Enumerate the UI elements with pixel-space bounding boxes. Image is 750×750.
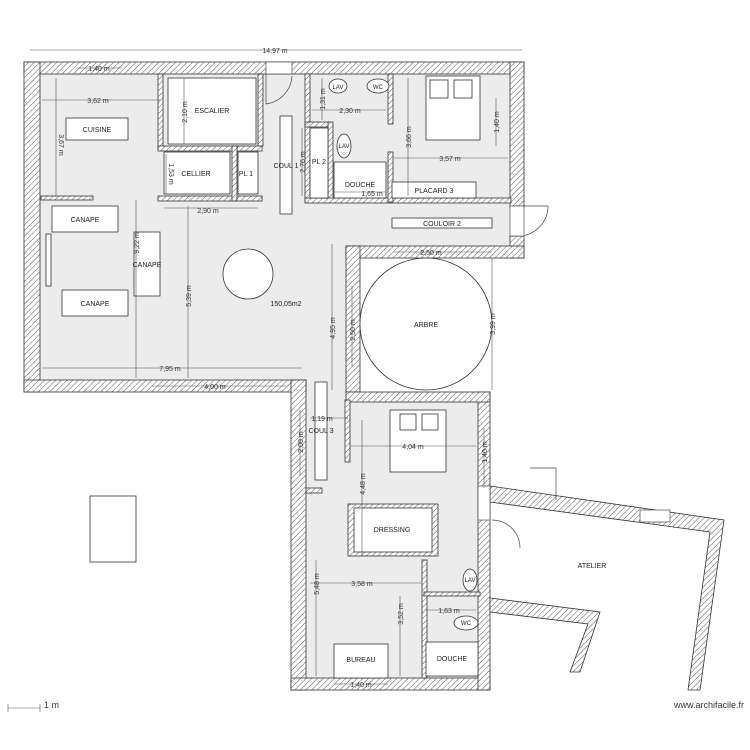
dim-548: 5,48 m	[314, 573, 321, 595]
exterior-box	[89, 495, 137, 563]
scale-label: 1 m	[44, 700, 60, 710]
dim-119: 1,19 m	[311, 416, 333, 423]
tv-stand	[45, 233, 52, 287]
sofa-3	[61, 289, 129, 317]
label-coul1: COUL 1	[273, 163, 298, 170]
dim-163: 1,63 m	[438, 608, 460, 615]
lav-1	[328, 78, 348, 94]
doors	[265, 61, 557, 549]
label-escalier: ESCALIER	[195, 108, 230, 115]
room-labels: CUISINE ESCALIER CELLIER PL 1 COUL 1 PL …	[71, 85, 607, 664]
label-canape-2: CANAPE	[133, 262, 162, 269]
dim-250b: 2,50 m	[350, 319, 357, 341]
pl2-box	[309, 127, 329, 199]
kitchen-counter	[65, 117, 129, 141]
dim-165: 1,65 m	[361, 191, 383, 198]
label-placard3: PLACARD 3	[415, 188, 454, 195]
dim-352: 3,52 m	[398, 603, 405, 625]
label-lav-1: LAV	[333, 85, 344, 91]
dim-357: 3,57 m	[439, 156, 461, 163]
label-douche-2: DOUCHE	[437, 656, 468, 663]
dim-539: 5,39 m	[186, 285, 193, 307]
lav-2	[336, 133, 352, 159]
dim-366: 3,66 m	[406, 126, 413, 148]
dimension-labels: 14,97 m 1,40 m 3,62 m 3,67 m 2,10 m 1,53…	[57, 48, 501, 689]
dim-250a: 2,50 m	[420, 250, 442, 257]
label-wc-1: WC	[373, 85, 384, 91]
credit-text: www.archifacile.fr	[673, 700, 744, 710]
dim-140c: 1,40 m	[482, 441, 489, 463]
staircase	[167, 77, 257, 145]
couloir3-panel	[314, 381, 328, 481]
douche2-box	[425, 641, 479, 677]
furniture	[45, 75, 493, 679]
sofa-1	[51, 205, 119, 233]
dim-367: 3,67 m	[57, 134, 64, 156]
label-douche-1: DOUCHE	[345, 182, 376, 189]
label-couloir2: COULOIR 2	[423, 221, 461, 228]
label-bureau: BUREAU	[346, 657, 375, 664]
dim-140a: 1,40 m	[88, 66, 110, 73]
atelier-walls	[489, 485, 725, 691]
dim-210: 2,10 m	[182, 101, 189, 123]
dim-448: 4,48 m	[360, 473, 367, 495]
pl1-box	[237, 151, 259, 195]
couloir2-panel	[391, 217, 493, 229]
label-canape-1: CANAPE	[71, 217, 100, 224]
lav-3	[462, 568, 478, 592]
label-wc-2: WC	[461, 621, 472, 627]
dimension-lines	[7, 49, 522, 712]
dim-290: 2,90 m	[197, 208, 219, 215]
dim-922: 9,22 m	[134, 232, 141, 254]
wc-1	[366, 78, 390, 94]
label-pl1: PL 1	[239, 171, 253, 178]
label-coul3: COUL 3	[308, 428, 333, 435]
placard3-box	[391, 181, 477, 199]
sofa-2	[133, 231, 161, 297]
dim-200: 2,00 m	[298, 431, 305, 453]
round-table	[222, 248, 274, 300]
dim-140d: 1,40 m	[350, 682, 372, 689]
dim-153: 1,53 m	[167, 163, 174, 185]
label-area: 150,05m2	[270, 301, 301, 308]
dim-399: 3,99 m	[490, 313, 497, 335]
label-arbre: ARBRE	[414, 322, 438, 329]
dim-230: 2,30 m	[339, 108, 361, 115]
label-lav-2: LAV	[339, 144, 350, 150]
couloir1-panel	[279, 115, 293, 215]
dim-358: 3,58 m	[351, 581, 373, 588]
dim-795: 7,95 m	[159, 366, 181, 373]
label-cellier: CELLIER	[181, 171, 210, 178]
cellier-box	[163, 151, 231, 195]
dressing-box	[353, 507, 433, 553]
label-cuisine: CUISINE	[83, 127, 112, 134]
label-dressing: DRESSING	[374, 527, 411, 534]
dim-362: 3,62 m	[87, 98, 109, 105]
label-canape-3: CANAPE	[81, 301, 110, 308]
dim-140b: 1,40 m	[494, 111, 501, 133]
dim-overall: 14,97 m	[262, 48, 287, 55]
wc-2	[453, 615, 479, 631]
dim-276: 2,76 m	[300, 151, 307, 173]
dim-495: 4,95 m	[330, 317, 337, 339]
bureau-desk	[333, 643, 389, 679]
interior-walls	[40, 73, 512, 679]
label-lav-3: LAV	[465, 578, 476, 584]
dim-400: 4,00 m	[204, 384, 226, 391]
dim-404: 4,04 m	[402, 444, 424, 451]
label-atelier: ATELIER	[578, 563, 607, 570]
dim-131: 1,31 m	[320, 88, 327, 110]
label-pl2: PL 2	[312, 159, 326, 166]
